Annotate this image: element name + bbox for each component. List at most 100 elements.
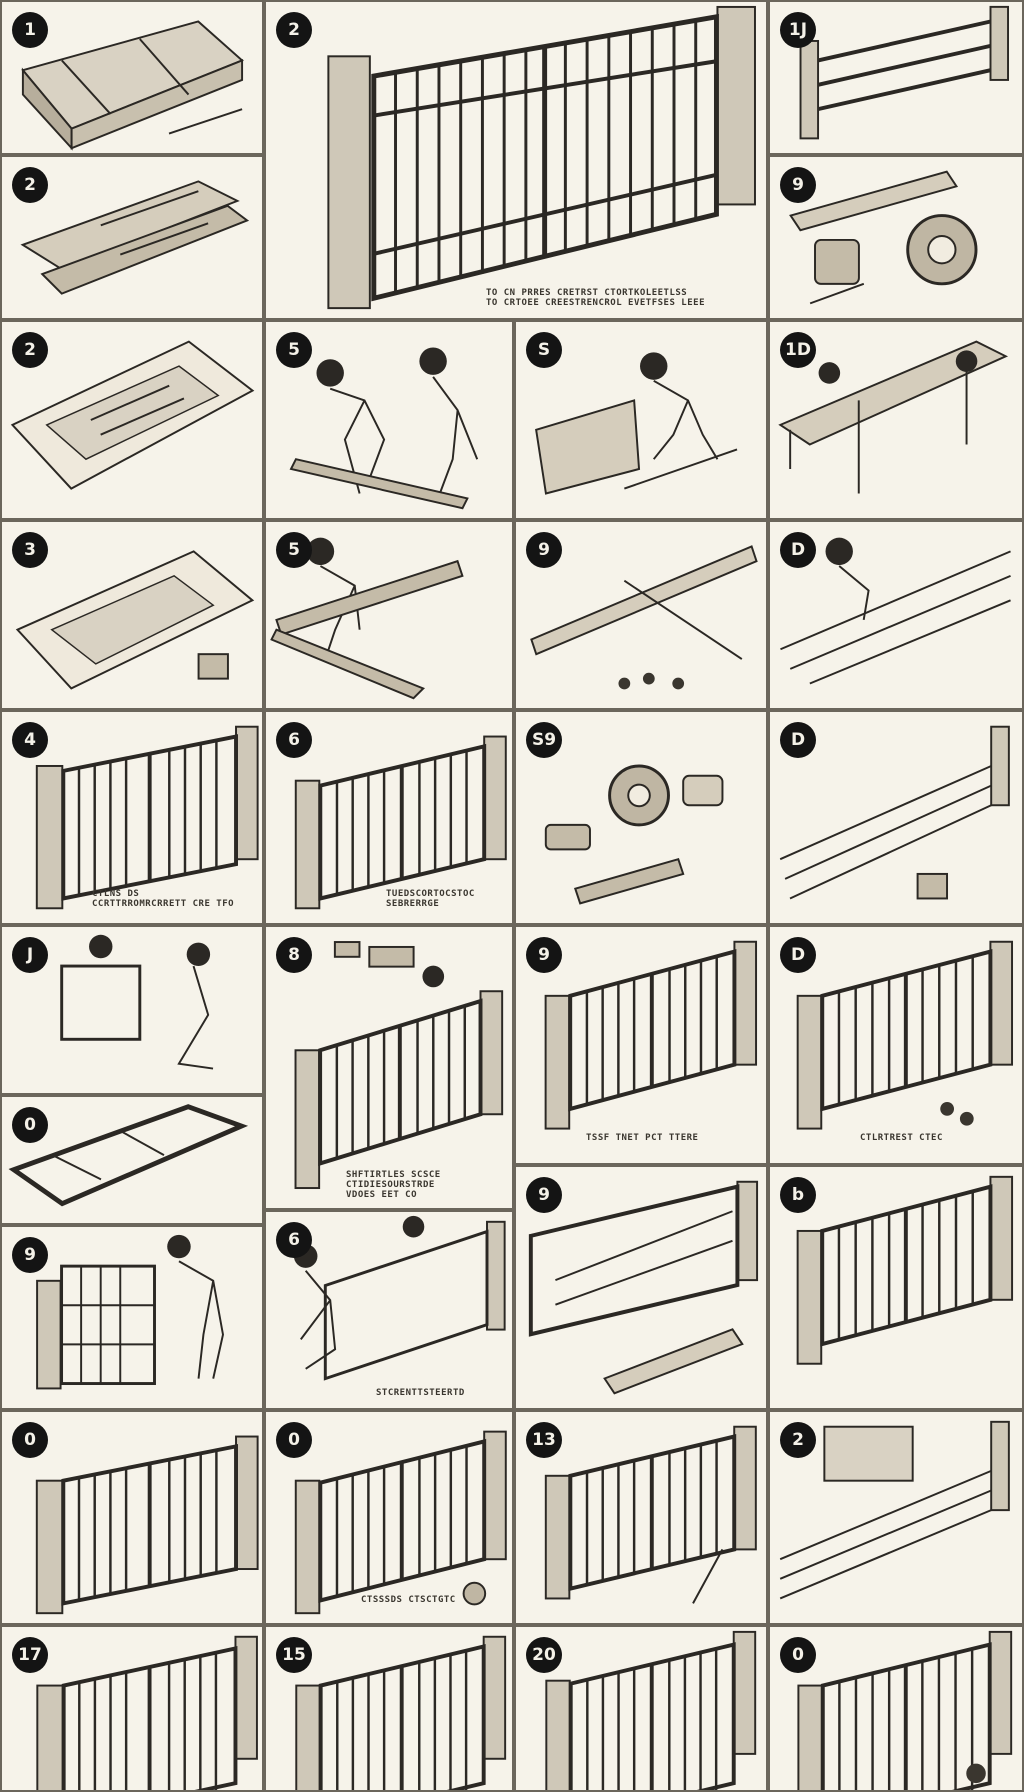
step-number-badge: 9 [12, 1237, 48, 1273]
step-panel: D [768, 520, 1024, 710]
worker-installing-illustration [60, 934, 214, 1070]
worker-with-rails-illustration [780, 537, 1011, 685]
track-and-panel-illustration [779, 1420, 1010, 1600]
step-panel: 3 [0, 520, 264, 710]
step-caption: CTLRTREST CTEC [860, 1133, 943, 1143]
step-number-badge: 0 [276, 1422, 312, 1458]
step-panel: 13 [514, 1410, 768, 1625]
step-number-badge: 2 [12, 332, 48, 368]
step-panel: 6 TUEDSCORTOCSTOC SEBRERRGE [264, 710, 514, 925]
gate-illustration [35, 1435, 259, 1615]
step-panel: 1D [768, 320, 1024, 520]
step-number-badge: 4 [12, 722, 48, 758]
step-caption: CTLNS DS CCRTTRROMRCRRETT CRE TFO [92, 889, 235, 909]
step-panel: 0 [768, 1625, 1024, 1792]
worker-with-board-illustration [270, 537, 464, 700]
gate-illustration [295, 1635, 507, 1790]
gate-illustration [294, 735, 507, 910]
step-panel: 9 [514, 520, 768, 710]
step-number-badge: 13 [526, 1422, 562, 1458]
step-caption: STCRENTTSTEERTD [376, 1388, 465, 1398]
lumber-planks-illustration [20, 180, 250, 295]
step-caption: SHFTIRTLES SCSCE CTIDIESOURSTRDE VDOES E… [346, 1170, 441, 1200]
step-panel: 2 [0, 155, 264, 320]
gate-with-tools-illustration [544, 1425, 757, 1604]
step-panel: D CTLRTREST CTEC [768, 925, 1024, 1165]
step-number-badge: D [780, 532, 816, 568]
step-number-badge: 5 [276, 332, 312, 368]
step-number-badge: 3 [12, 532, 48, 568]
step-number-badge: 2 [12, 167, 48, 203]
step-number-badge: 8 [276, 937, 312, 973]
step-panel: b [768, 1165, 1024, 1410]
instruction-plan-illustration [10, 340, 255, 490]
step-panel: 1 [0, 0, 264, 155]
step-panel: 5 [264, 520, 514, 710]
wheel-and-parts-illustration [544, 764, 724, 905]
step-panel: 6 STCRENTTSTEERTD [264, 1210, 514, 1410]
step-number-badge: 9 [526, 1177, 562, 1213]
step-number-badge: 0 [12, 1422, 48, 1458]
frame-on-sawhorses-illustration [778, 340, 1009, 494]
step-number-badge: 20 [526, 1637, 562, 1673]
step-caption: CTSSSDS CTSCTGTC [361, 1595, 456, 1605]
step-number-badge: 9 [526, 532, 562, 568]
step-panel: 17 [0, 1625, 264, 1792]
step-panel: 8 SHFTIRTLES SCSCE CTIDIESOURSTRDE VDOES… [264, 925, 514, 1210]
gate-illustration [545, 1630, 757, 1790]
step-panel: 4 CTLNS DS CCRTTRROMRCRRETT CRE TFO [0, 710, 264, 925]
frame-assembly-illustration [535, 352, 738, 495]
step-number-badge: 1 [12, 12, 48, 48]
step-panel: 20 [514, 1625, 768, 1792]
step-number-badge: 1D [780, 332, 816, 368]
boards-and-hardware-illustration [530, 545, 758, 690]
step-panel: 0 [0, 1095, 264, 1225]
step-number-badge: S [526, 332, 562, 368]
step-panel: 9 [0, 1225, 264, 1410]
step-panel: 5 [264, 320, 514, 520]
worker-at-gate-illustration [36, 1234, 224, 1390]
step-number-badge: 1J [780, 12, 816, 48]
step-number-badge: 5 [276, 532, 312, 568]
step-panel: D [768, 710, 1024, 925]
step-number-badge: 2 [276, 12, 312, 48]
gate-illustration [35, 725, 259, 910]
step-number-badge: b [780, 1177, 816, 1213]
step-number-badge: 6 [276, 722, 312, 758]
gate-illustration [796, 940, 1014, 1130]
step-number-badge: 2 [780, 1422, 816, 1458]
step-number-badge: 15 [276, 1637, 312, 1673]
gate-illustration [294, 1430, 507, 1615]
step-number-badge: 0 [12, 1107, 48, 1143]
step-number-badge: S9 [526, 722, 562, 758]
step-number-badge: J [12, 937, 48, 973]
step-number-badge: D [780, 937, 816, 973]
step-number-badge: 0 [780, 1637, 816, 1673]
step-number-badge: 9 [780, 167, 816, 203]
gate-frame-and-track-illustration [528, 1180, 759, 1395]
step-panel: 0 CTSSSDS CTSCTGTC [264, 1410, 514, 1625]
gate-illustration [796, 1175, 1014, 1365]
step-number-badge: 17 [12, 1637, 48, 1673]
two-workers-illustration [289, 347, 479, 510]
step-panel: 15 [264, 1625, 514, 1792]
two-workers-at-gate-illustration [293, 1215, 506, 1381]
step-panel: 2 [0, 320, 264, 520]
step-panel: 9 [768, 155, 1024, 320]
step-panel: S [514, 320, 768, 520]
step-caption: TSSF TNET PCT TTERE [586, 1133, 699, 1143]
gate-illustration [36, 1635, 258, 1790]
step-number-badge: 6 [276, 1222, 312, 1258]
flat-pack-box-illustration [21, 20, 244, 151]
step-panel: 9 TSSF TNET PCT TTERE [514, 925, 768, 1165]
step-number-badge: 9 [526, 937, 562, 973]
gate-illustration [797, 1630, 1013, 1790]
track-rails-illustration [779, 725, 1010, 900]
step-panel: 9 [514, 1165, 768, 1410]
wheel-and-board-illustration [789, 170, 978, 305]
plan-sheet-illustration [15, 550, 255, 690]
fence-rails-illustration [799, 5, 1010, 140]
step-panel: 1J [768, 0, 1024, 155]
gate-illustration [544, 940, 758, 1130]
